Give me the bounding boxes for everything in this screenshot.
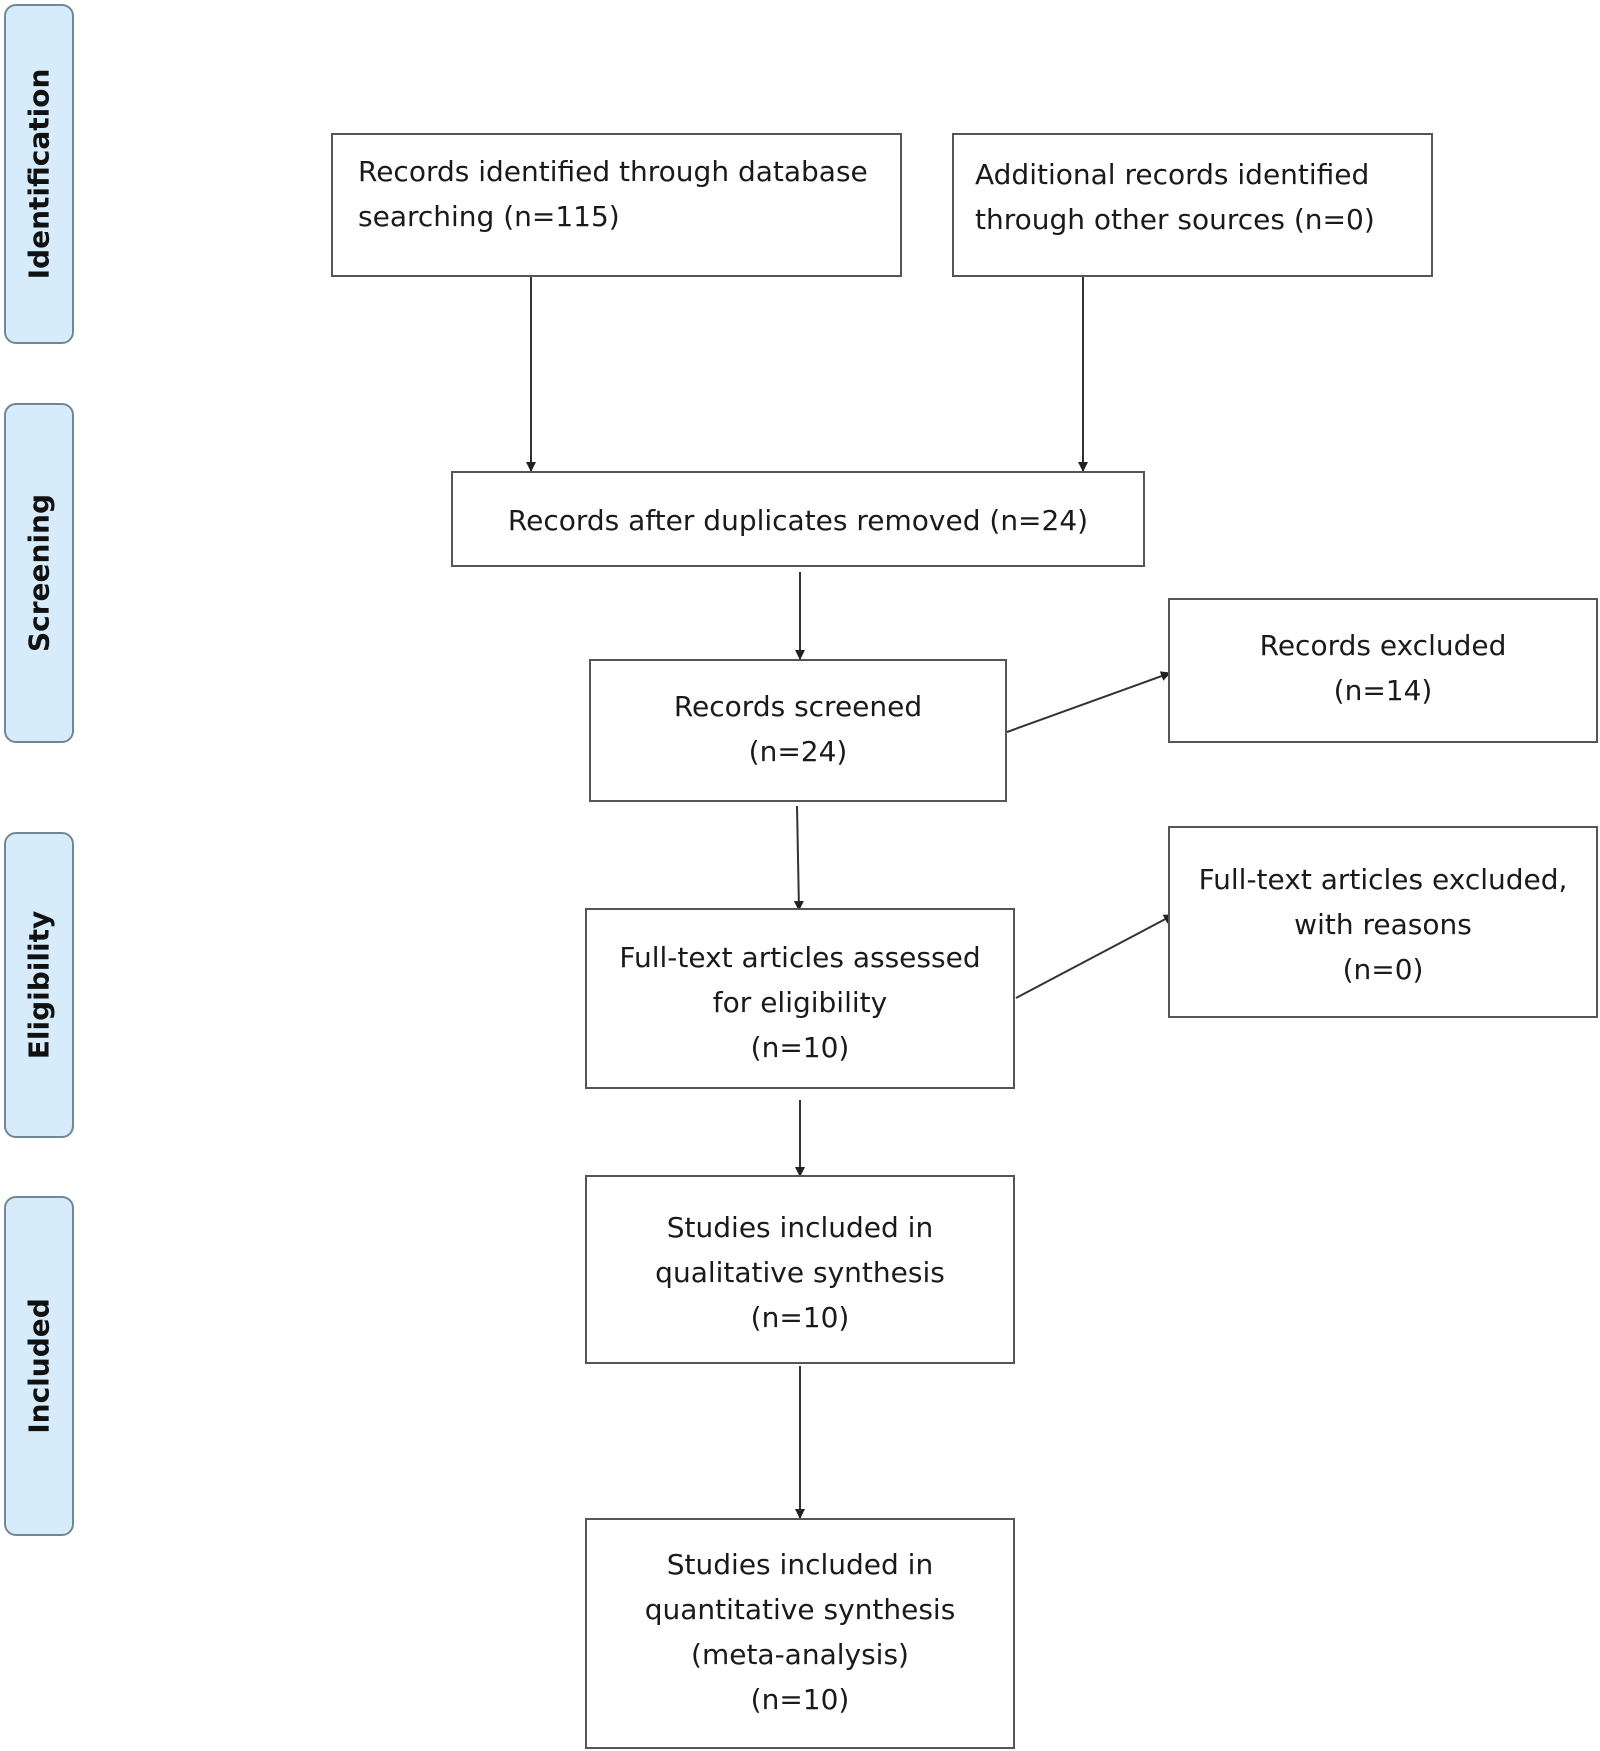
phase-included: Included bbox=[4, 1196, 74, 1536]
box-quantitative-synthesis-line-3: (meta-analysis) bbox=[691, 1638, 909, 1671]
box-other-sources: Additional records identified through ot… bbox=[952, 133, 1433, 277]
box-records-screened-line-1: Records screened bbox=[673, 690, 923, 723]
box-qualitative-synthesis-line-2: qualitative synthesis bbox=[655, 1256, 945, 1289]
box-database-search-line-2: searching (n=115) bbox=[358, 200, 620, 233]
box-fulltext-assessed-line-2: for eligibility bbox=[712, 986, 888, 1019]
box-quantitative-synthesis-line-2: quantitative synthesis bbox=[644, 1593, 956, 1626]
box-records-excluded-line-1: Records excluded bbox=[1259, 629, 1507, 662]
phase-identification: Identification bbox=[4, 4, 74, 344]
box-fulltext-excluded: Full-text articles excluded, with reason… bbox=[1168, 826, 1598, 1018]
box-qualitative-synthesis-line-3: (n=10) bbox=[750, 1301, 850, 1334]
box-fulltext-assessed-line-3: (n=10) bbox=[750, 1031, 850, 1064]
box-fulltext-assessed: Full-text articles assessed for eligibil… bbox=[585, 908, 1015, 1089]
box-records-screened: Records screened (n=24) bbox=[589, 659, 1007, 802]
box-database-search: Records identified through database sear… bbox=[331, 133, 902, 277]
phase-screening: Screening bbox=[4, 403, 74, 743]
box-records-excluded: Records excluded (n=14) bbox=[1168, 598, 1598, 743]
arrow-fulltext-to-excluded bbox=[1015, 914, 1174, 999]
box-quantitative-synthesis-line-4: (n=10) bbox=[750, 1683, 850, 1716]
box-fulltext-excluded-line-1: Full-text articles excluded, bbox=[1198, 863, 1568, 896]
box-duplicates-removed-line-1: Records after duplicates removed (n=24) bbox=[507, 504, 1089, 537]
box-qualitative-synthesis-line-1: Studies included in bbox=[666, 1211, 934, 1244]
box-duplicates-removed: Records after duplicates removed (n=24) bbox=[451, 471, 1145, 567]
box-records-excluded-line-2: (n=14) bbox=[1333, 674, 1433, 707]
box-other-sources-line-1: Additional records identified bbox=[975, 158, 1370, 191]
box-other-sources-line-2: through other sources (n=0) bbox=[975, 203, 1375, 236]
box-fulltext-excluded-line-2: with reasons bbox=[1294, 908, 1472, 941]
box-records-screened-line-2: (n=24) bbox=[748, 735, 848, 768]
arrow-screened-to-fulltext bbox=[793, 805, 804, 911]
box-qualitative-synthesis: Studies included in qualitative synthesi… bbox=[585, 1175, 1015, 1364]
phase-eligibility: Eligibility bbox=[4, 832, 74, 1138]
box-database-search-line-1: Records identified through database bbox=[358, 155, 868, 188]
arrow-screened-to-excluded bbox=[1006, 671, 1171, 733]
box-quantitative-synthesis: Studies included in quantitative synthes… bbox=[585, 1518, 1015, 1749]
box-fulltext-excluded-line-3: (n=0) bbox=[1342, 953, 1424, 986]
box-fulltext-assessed-line-1: Full-text articles assessed bbox=[619, 941, 981, 974]
box-quantitative-synthesis-line-1: Studies included in bbox=[666, 1548, 934, 1581]
